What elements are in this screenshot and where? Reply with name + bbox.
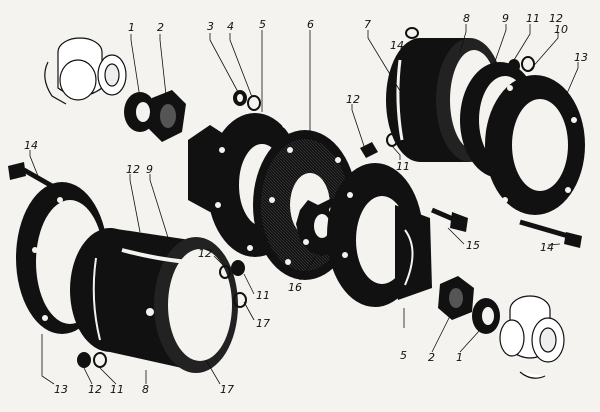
label-8: 8 xyxy=(142,383,149,396)
label-12: 12 xyxy=(88,383,102,396)
label-5: 5 xyxy=(259,18,266,31)
bolt-middle xyxy=(431,207,468,232)
bolt-right xyxy=(519,219,582,248)
leader-lines xyxy=(29,24,579,385)
label-11: 11 xyxy=(526,12,540,25)
label-12: 12 xyxy=(198,247,212,260)
sleeve-assembly-lower-left xyxy=(70,228,238,373)
label-14: 14 xyxy=(540,241,554,254)
label-17: 17 xyxy=(220,383,234,396)
label-9: 9 xyxy=(146,163,153,176)
universal-joint-housing-left xyxy=(44,37,127,105)
label-11: 11 xyxy=(110,383,124,396)
hex-nut-lower xyxy=(438,276,474,320)
label-1: 1 xyxy=(128,21,135,34)
label-13: 13 xyxy=(54,383,68,396)
label-8: 8 xyxy=(463,12,470,25)
label-11: 11 xyxy=(396,160,410,173)
label-3: 3 xyxy=(207,20,214,33)
label-9: 9 xyxy=(502,12,509,25)
label-7: 7 xyxy=(364,18,371,31)
label-14: 14 xyxy=(390,39,404,52)
hex-nut-upper xyxy=(148,90,186,142)
label-12: 12 xyxy=(549,12,563,25)
small-parts-lower-left xyxy=(77,260,247,368)
label-5: 5 xyxy=(400,349,407,362)
flange-hub-lower-right xyxy=(327,163,432,307)
label-15: 15 xyxy=(466,239,480,252)
small-washers-3-4 xyxy=(233,90,261,111)
label-12: 12 xyxy=(346,93,360,106)
label-16: 16 xyxy=(288,281,302,294)
label-11: 11 xyxy=(256,289,270,302)
label-12: 12 xyxy=(126,163,140,176)
label-2: 2 xyxy=(157,21,164,34)
label-13: 13 xyxy=(574,51,588,64)
bolt-left xyxy=(8,162,54,189)
label-1: 1 xyxy=(456,351,463,364)
label-17: 17 xyxy=(256,317,270,330)
label-14: 14 xyxy=(24,139,38,152)
label-6: 6 xyxy=(307,18,314,31)
universal-joint-housing-right xyxy=(499,295,565,379)
sleeve-assembly-upper-right xyxy=(386,38,585,215)
label-10: 10 xyxy=(554,23,568,36)
label-4: 4 xyxy=(227,20,234,33)
lock-washer-lower xyxy=(472,298,500,334)
label-2: 2 xyxy=(428,351,435,364)
lock-washer-upper xyxy=(124,92,156,132)
